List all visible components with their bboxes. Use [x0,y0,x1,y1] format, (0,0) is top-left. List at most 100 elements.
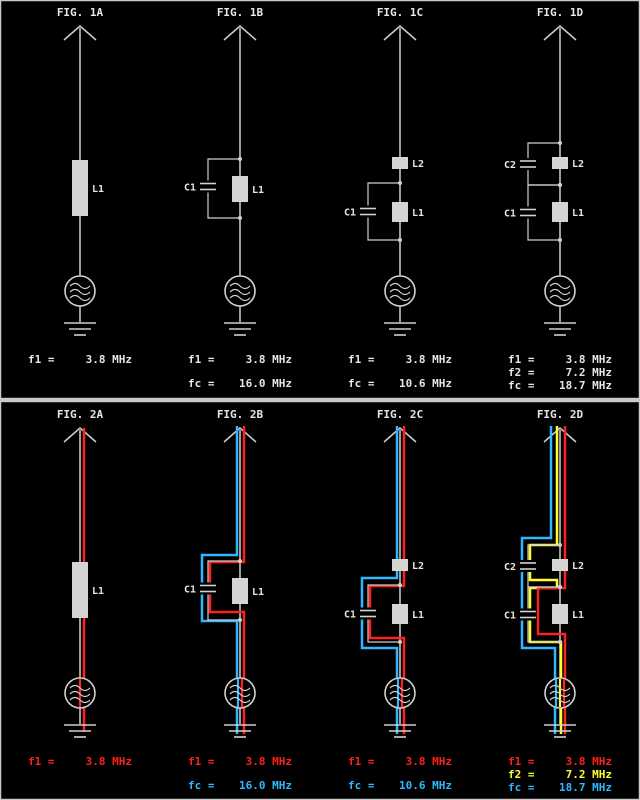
junction-dot [558,585,562,589]
sine-wave-icon [549,294,571,302]
signal-source-icon [224,677,256,709]
l1-label: L1 [92,184,104,195]
c1-label: C1 [504,611,516,622]
readout-value: 16.0 MHz [239,779,292,792]
l1-inductor [392,202,408,222]
readout-label: f1 = [348,353,375,366]
antenna-tip-icon [543,25,577,41]
readout-value: 16.0 MHz [239,377,292,390]
l1-inductor [72,562,88,618]
c1-capacitor-gap [520,608,536,621]
c1-capacitor-gap [520,206,536,219]
c1-capacitor-gap [360,205,376,218]
readout-value: 3.8 MHz [566,755,612,768]
signal-source-icon [384,677,416,709]
signal-source-icon [544,275,576,307]
figure-title: FIG. 2B [217,408,264,421]
figure-title: FIG. 2D [537,408,584,421]
signal-source-icon [384,275,416,307]
readout-label: fc = [188,779,215,792]
antenna-tip-icon [383,25,417,41]
l1-inductor [232,176,248,202]
antenna-tip-icon [63,25,97,41]
sine-wave-icon [389,294,411,302]
c1-capacitor-gap [360,607,376,620]
sine-wave-icon [69,696,91,704]
l2-label: L2 [572,159,584,170]
readout-value: 3.8 MHz [406,353,452,366]
sine-wave-icon [229,690,251,698]
antenna-tip-icon [383,427,417,443]
sine-wave-icon [69,690,91,698]
fc-current-path [520,426,557,734]
readout-value: 7.2 MHz [566,768,612,781]
l2-label: L2 [412,561,424,572]
c2-label: C2 [504,562,516,573]
readout-label: fc = [508,379,535,392]
sine-wave-icon [389,288,411,296]
figure-title: FIG. 2A [57,408,104,421]
l1-inductor [392,604,408,624]
readout-value: 3.8 MHz [86,353,132,366]
l2-inductor [552,559,568,571]
c1-label: C1 [344,610,356,621]
readout-value: 3.8 MHz [86,755,132,768]
readout-label: f1 = [348,755,375,768]
junction-dot [558,640,562,644]
sine-wave-icon [389,690,411,698]
sine-wave-icon [69,288,91,296]
figure-title: FIG. 1C [377,6,423,19]
sine-wave-icon [549,690,571,698]
l2-inductor [392,559,408,571]
junction-dot [398,640,402,644]
readout-value: 3.8 MHz [246,755,292,768]
sine-wave-icon [389,696,411,704]
readout-label: f1 = [188,353,215,366]
readout-label: fc = [348,779,375,792]
l1-label: L1 [252,587,264,598]
readout-label: f1 = [508,755,535,768]
sine-wave-icon [69,294,91,302]
readout-label: f1 = [508,353,535,366]
readout-value: 7.2 MHz [566,366,612,379]
c1-label: C1 [344,208,356,219]
sine-wave-icon [229,288,251,296]
readout-value: 3.8 MHz [566,353,612,366]
l1-label: L1 [412,208,424,219]
junction-dot [558,183,562,187]
figure-title: FIG. 1D [537,6,584,19]
junction-dot [238,216,242,220]
signal-source-icon [224,275,256,307]
junction-dot [238,618,242,622]
c1-label: C1 [504,209,516,220]
l1-label: L1 [572,610,584,621]
junction-dot [558,238,562,242]
sine-wave-icon [549,696,571,704]
l1-label: L1 [572,208,584,219]
junction-dot [558,141,562,145]
c2-capacitor-gap [520,560,536,572]
c2-label: C2 [504,160,516,171]
junction-dot [238,157,242,161]
l1-label: L1 [252,185,264,196]
bottom-panel-frame [0,400,640,800]
l2-label: L2 [412,159,424,170]
readout-label: fc = [508,781,535,794]
c1-label: C1 [184,585,196,596]
readout-value: 10.6 MHz [399,377,452,390]
antenna-tip-icon [63,427,97,443]
junction-dot [398,181,402,185]
sine-wave-icon [229,294,251,302]
l2-inductor [392,157,408,169]
sine-wave-icon [229,282,251,290]
l1-inductor [232,578,248,604]
l1-inductor [552,604,568,624]
junction-dot [398,583,402,587]
l2-label: L2 [572,561,584,572]
sine-wave-icon [229,696,251,704]
